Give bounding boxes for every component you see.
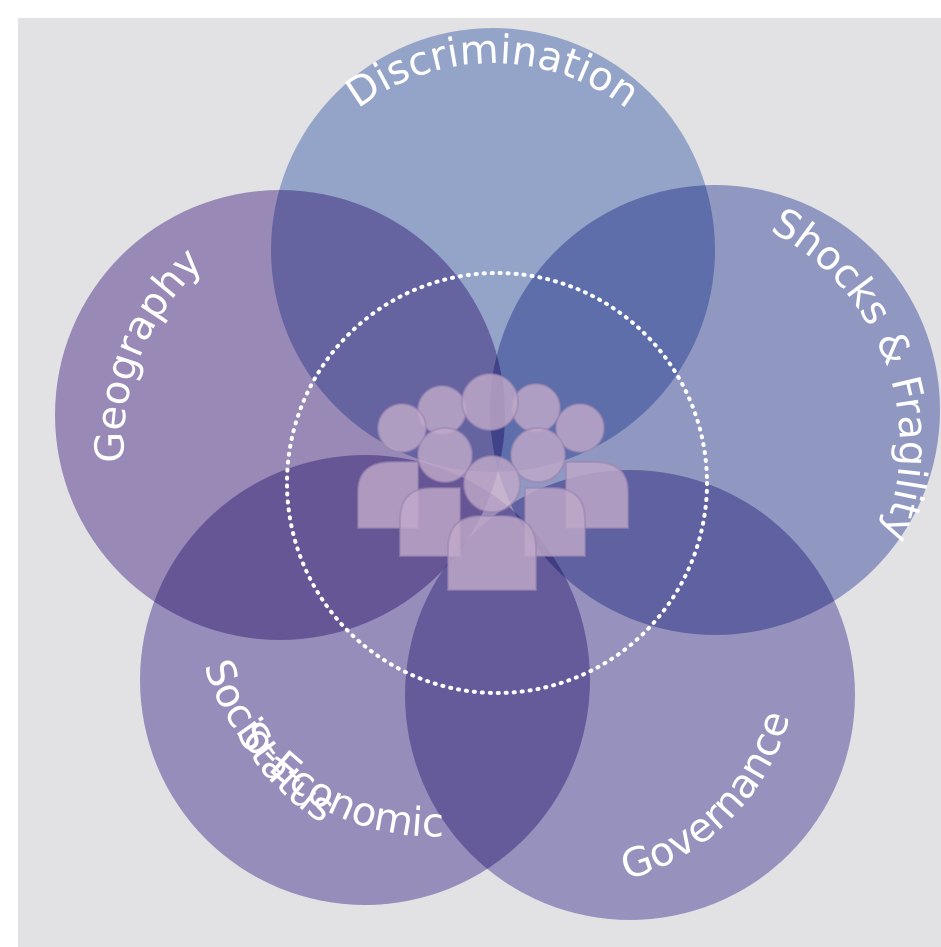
person-icon — [511, 383, 561, 433]
person-icon — [447, 455, 537, 591]
person-icon — [377, 403, 427, 453]
person-icon — [555, 403, 605, 453]
person-icon — [510, 427, 586, 557]
dotted-center-ring — [285, 271, 709, 695]
person-icon — [399, 427, 473, 557]
people-group-icon — [357, 373, 629, 591]
person-icon — [461, 373, 519, 431]
